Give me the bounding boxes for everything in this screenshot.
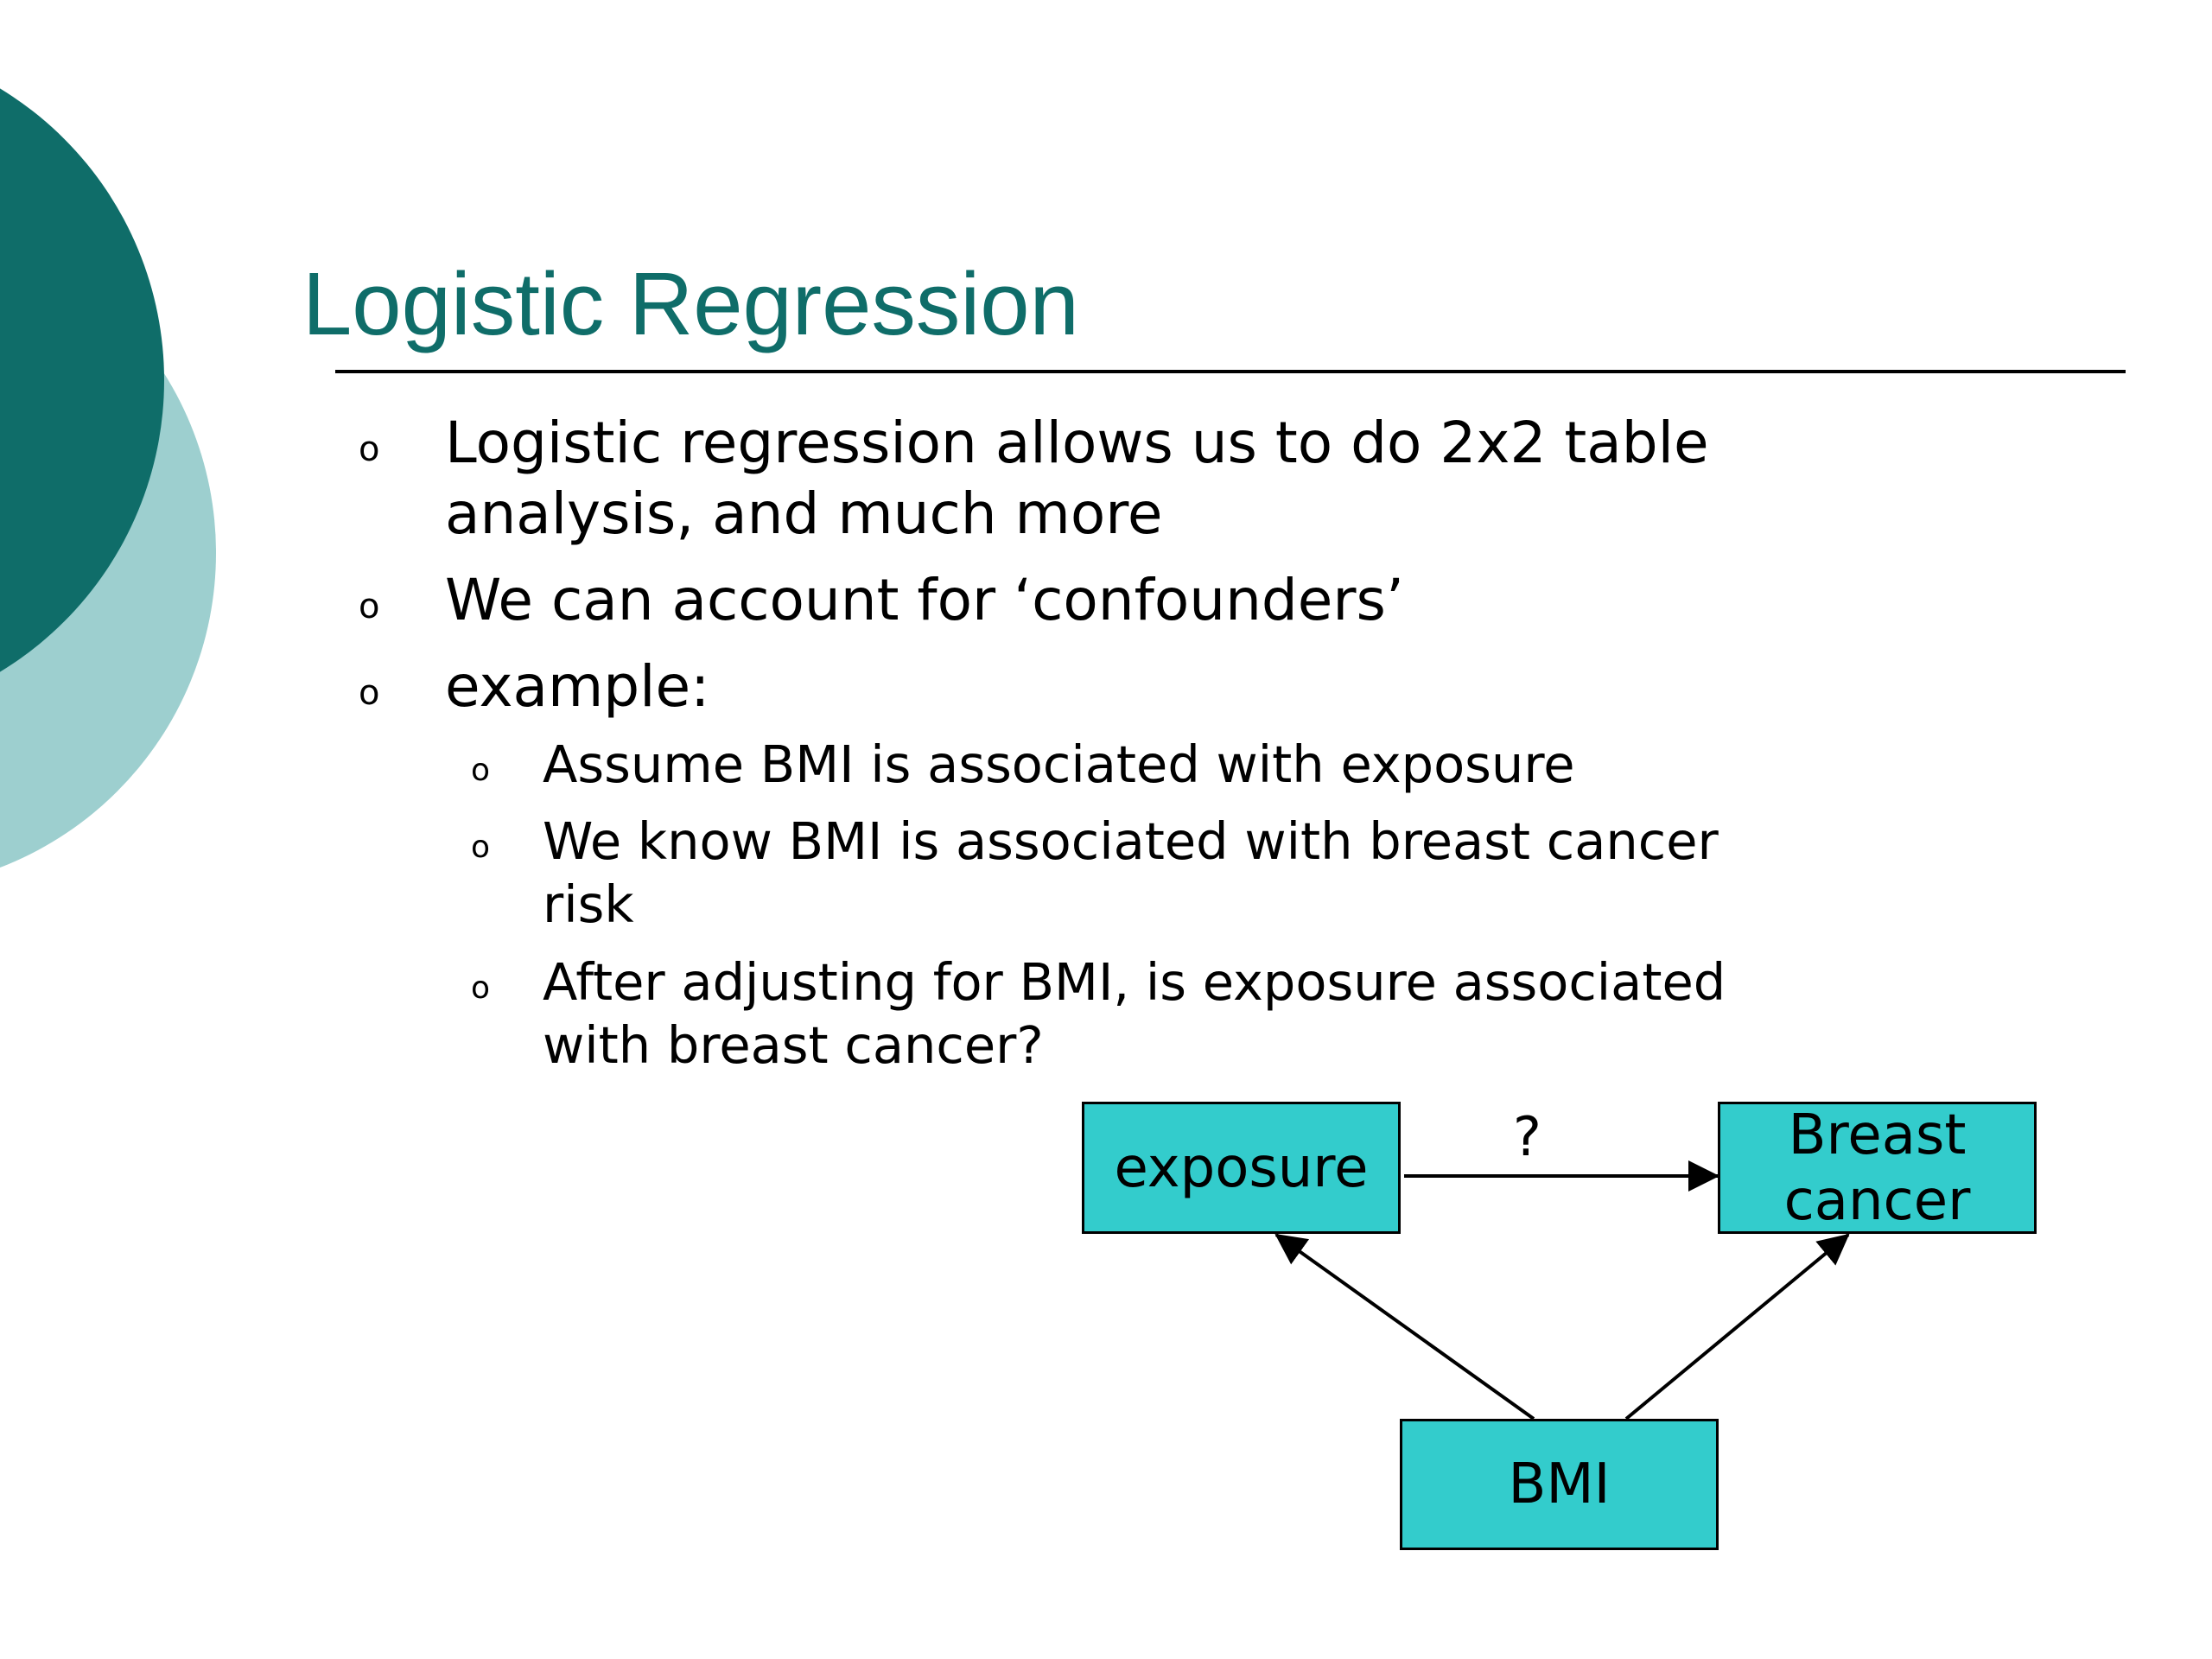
node-label-line: Breast [1788,1103,1967,1167]
bullet-marker: o [471,830,491,865]
bullet-line: We know BMI is associated with breast ca… [543,811,1719,871]
bullet-text: Logistic regression allows us to do 2x2 … [445,408,1709,550]
decorative-circles [0,88,216,868]
bullet-line: After adjusting for BMI, is exposure ass… [543,952,1726,1012]
node-label: BMI [1508,1452,1611,1516]
bullet-line: risk [543,874,634,934]
node-label-line: cancer [1783,1168,1971,1233]
arrow-bmi-to-breast-cancer [1624,1233,1850,1421]
bullet-text: After adjusting for BMI, is exposure ass… [543,950,1726,1077]
dark-teal-circle [0,88,164,672]
bullet-line: We can account for ‘confounders’ [445,567,1404,633]
bullet-marker: o [471,970,491,1006]
node-label: exposure [1114,1135,1369,1200]
bullet-line: example: [445,653,710,720]
bullet-marker: o [359,429,380,469]
bullet-marker: o [359,587,380,626]
arrow-bmi-to-exposure [1274,1233,1535,1421]
node-exposure: exposure [1082,1102,1401,1234]
title-divider [335,370,2126,373]
bullet-marker: o [359,673,380,713]
edge-label-question: ? [1513,1105,1541,1168]
bullet-text: We know BMI is associated with breast ca… [543,810,1719,936]
slide-title: Logistic Regression [302,254,1079,353]
node-bmi: BMI [1400,1419,1719,1550]
bullet-text: We can account for ‘confounders’ [445,565,1404,636]
bullet-text: Assume BMI is associated with exposure [543,733,1575,796]
bullet-line: analysis, and much more [445,480,1163,547]
node-breast-cancer: Breast cancer [1718,1102,2037,1234]
bullet-line: Logistic regression allows us to do 2x2 … [445,410,1709,476]
bullet-line: Assume BMI is associated with exposure [543,734,1575,794]
bullet-text: example: [445,652,709,722]
bullet-marker: o [471,753,491,788]
node-label: Breast cancer [1784,1103,1971,1234]
bullet-line: with breast cancer? [543,1015,1044,1075]
